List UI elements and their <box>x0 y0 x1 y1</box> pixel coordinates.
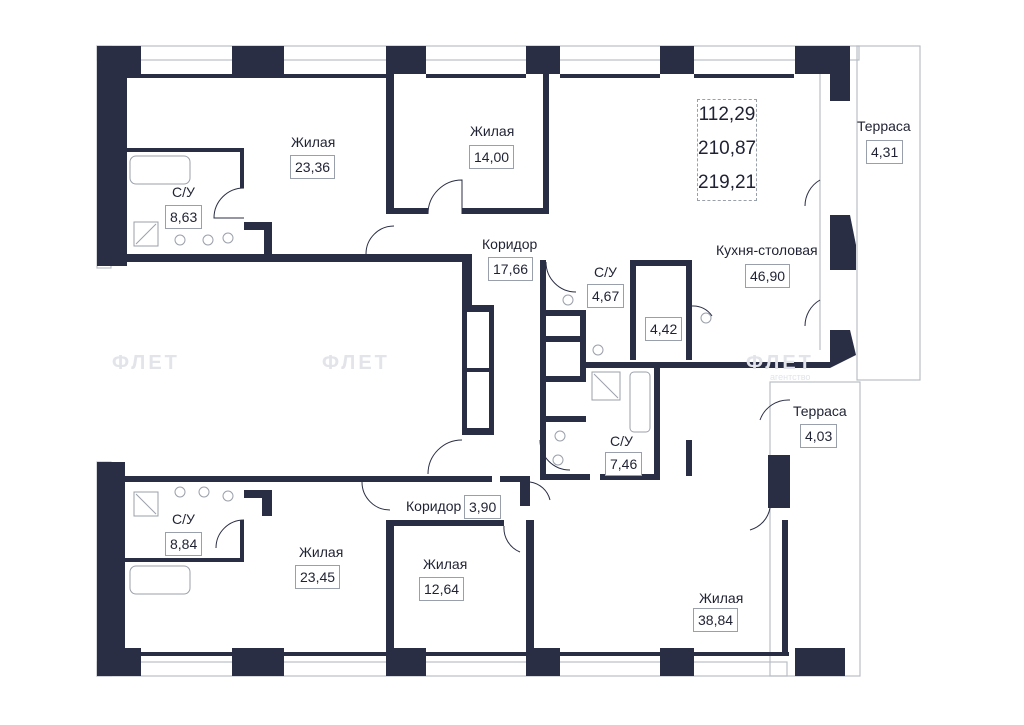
room-area: 12,64 <box>419 577 465 601</box>
room-area: 23,36 <box>290 155 336 179</box>
room-area: 4,03 <box>800 424 838 448</box>
room-area: 7,46 <box>605 452 643 476</box>
room-name: Коридор <box>406 498 462 514</box>
room-name: Кухня-столовая <box>716 242 818 258</box>
area-totals: 112,29 210,87 219,21 <box>697 99 757 201</box>
room-area: 8,63 <box>165 205 203 229</box>
living-area-total: 112,29 <box>698 104 756 125</box>
room-area: 38,84 <box>693 608 739 632</box>
room-name: С/У <box>610 433 633 449</box>
room-area: 23,45 <box>295 565 341 589</box>
room-area: 4,67 <box>587 284 625 308</box>
room-name: Коридор <box>482 236 538 252</box>
room-name: Жилая <box>423 556 468 572</box>
room-area: 4,31 <box>866 140 904 164</box>
room-name: С/У <box>172 511 195 527</box>
room-name: Жилая <box>291 134 336 150</box>
fixtures <box>129 155 712 595</box>
room-area: 14,00 <box>469 145 515 169</box>
room-area: 17,66 <box>488 257 534 281</box>
watermark-logo: ФЛЕТ <box>322 352 390 374</box>
room-name: Терраса <box>793 403 847 419</box>
room-area: 46,90 <box>745 264 791 288</box>
room-name: С/У <box>172 184 195 200</box>
room-area: 3,90 <box>464 495 502 519</box>
watermark-tagline: агентство <box>770 372 811 382</box>
room-name: Жилая <box>470 123 515 139</box>
room-name: С/У <box>594 264 617 280</box>
room-area: 8,84 <box>165 532 203 556</box>
watermark-logo: ФЛЕТ <box>746 352 814 374</box>
total-area: 210,87 <box>698 138 757 159</box>
room-name: Жилая <box>699 590 744 606</box>
doors <box>213 179 821 553</box>
room-area: 4,42 <box>645 317 683 341</box>
room-name: Жилая <box>299 544 344 560</box>
watermark-logo: ФЛЕТ <box>112 352 180 374</box>
walls <box>97 46 856 676</box>
area-with-terraces: 219,21 <box>698 172 757 193</box>
room-name: Терраса <box>857 118 911 134</box>
